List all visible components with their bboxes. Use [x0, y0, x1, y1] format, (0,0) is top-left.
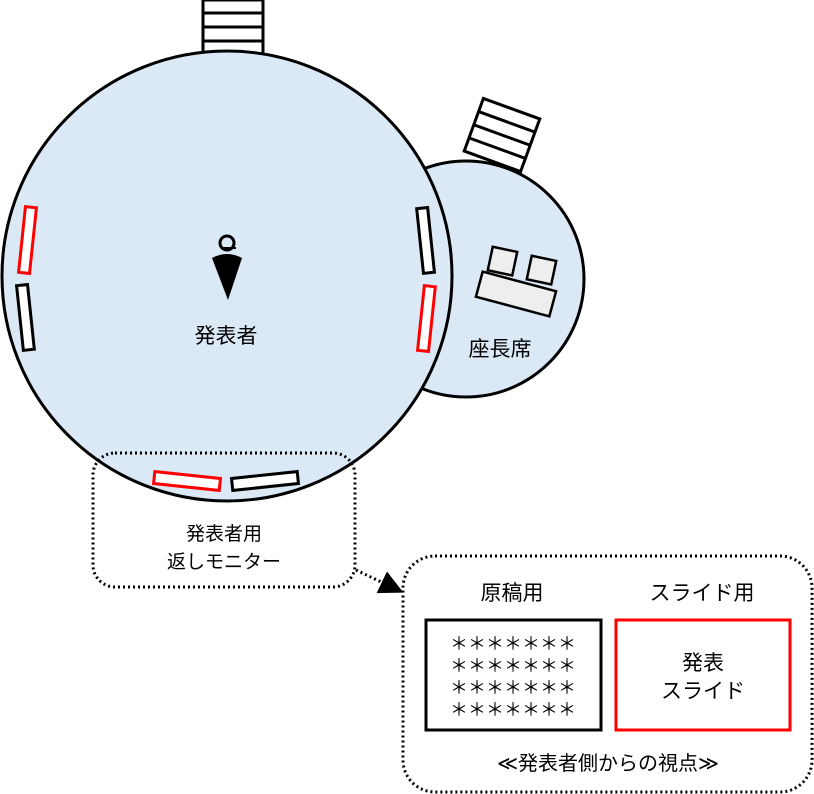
right-slide-monitor — [415, 284, 437, 354]
return-monitor-label-2: 返しモニター — [167, 551, 281, 573]
chair-seat-label: 座長席 — [469, 337, 532, 361]
view-caption: ≪発表者側からの視点≫ — [497, 751, 719, 775]
script-row: ＊＊＊＊＊＊＊ — [450, 678, 576, 699]
stairs-chair-area — [462, 96, 542, 174]
slide-monitor-title: スライド用 — [650, 581, 755, 605]
script-monitor-title: 原稿用 — [481, 581, 544, 605]
left-slide-monitor — [16, 205, 39, 276]
bottom-script-monitor — [229, 469, 301, 493]
script-monitor-screen — [424, 618, 603, 732]
script-row: ＊＊＊＊＊＊＊ — [450, 634, 576, 655]
slide-text-2: スライド — [661, 679, 745, 703]
presenter-label: 発表者 — [195, 324, 258, 348]
presenter-icon — [212, 234, 242, 300]
script-row: ＊＊＊＊＊＊＊ — [450, 700, 576, 721]
callout-arrow — [355, 568, 404, 594]
slide-monitor-screen — [614, 618, 792, 732]
right-script-monitor — [415, 205, 437, 275]
bottom-slide-monitor — [151, 469, 223, 493]
chair-desks — [474, 245, 558, 318]
stairs-top — [201, 0, 265, 58]
slide-text-1: 発表 — [682, 651, 724, 675]
return-monitor-label-1: 発表者用 — [186, 523, 262, 545]
script-row: ＊＊＊＊＊＊＊ — [450, 656, 576, 677]
left-script-monitor — [14, 282, 36, 352]
presenter-view-panel — [401, 554, 814, 794]
return-monitor-callout — [91, 451, 357, 589]
